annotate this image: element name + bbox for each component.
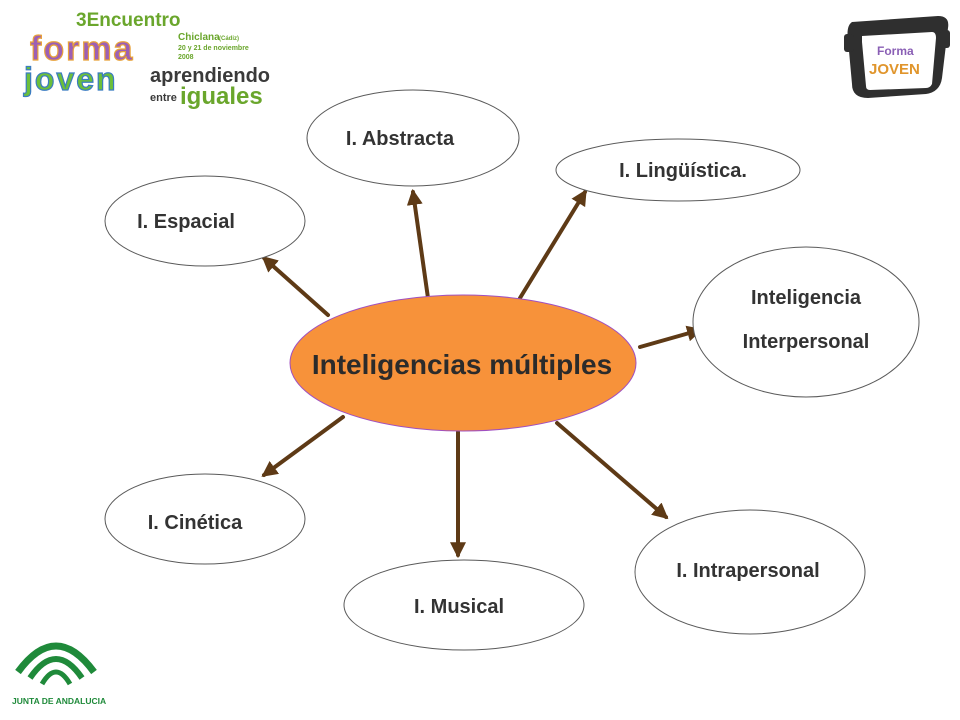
node-interpersonal-label-2: Interpersonal bbox=[743, 331, 870, 353]
node-interpersonal: Inteligencia Interpersonal bbox=[692, 246, 920, 398]
badge-text-joven: JOVEN bbox=[869, 61, 920, 78]
node-intrapersonal: I. Intrapersonal bbox=[634, 509, 866, 635]
arrows bbox=[261, 188, 704, 559]
logo-tag-iguales: iguales bbox=[180, 83, 263, 110]
node-espacial-label: I. Espacial bbox=[137, 211, 235, 233]
logo-place: Chiclana bbox=[178, 32, 220, 43]
node-abstracta-label: I. Abstracta bbox=[346, 128, 455, 150]
arrow-to-interpersonal bbox=[638, 325, 704, 349]
node-cinetica-label: I. Cinética bbox=[148, 512, 243, 534]
arrow-to-cinetica bbox=[261, 415, 345, 477]
junta-logo-text: JUNTA DE ANDALUCIA bbox=[12, 696, 106, 706]
arrow-to-intrapersonal bbox=[555, 421, 669, 520]
logo-tag-entre: entre bbox=[150, 92, 177, 104]
badge-text-forma: Forma bbox=[877, 44, 914, 58]
arrow-to-linguistica bbox=[518, 189, 587, 300]
forma-joven-badge-logo: Forma JOVEN bbox=[844, 16, 950, 98]
logo-dates: 20 y 21 de noviembre bbox=[178, 45, 249, 52]
node-cinetica: I. Cinética bbox=[104, 473, 306, 565]
node-musical: I. Musical bbox=[343, 559, 585, 651]
logo-tag-aprendiendo: aprendiendo bbox=[150, 65, 270, 87]
center-label: Inteligencias múltiples bbox=[312, 349, 612, 380]
node-interpersonal-label-1: Inteligencia bbox=[751, 287, 862, 309]
logo-word-joven: joven bbox=[23, 61, 118, 97]
node-espacial: I. Espacial bbox=[104, 175, 306, 267]
node-linguistica: I. Lingüística. bbox=[555, 138, 801, 202]
node-intrapersonal-label: I. Intrapersonal bbox=[676, 560, 819, 582]
logo-word-forma: forma bbox=[30, 30, 134, 68]
center-ellipse bbox=[289, 294, 637, 432]
logo-province: (Cádiz) bbox=[219, 36, 239, 42]
logo-year: 2008 bbox=[178, 54, 194, 61]
arrow-to-abstracta bbox=[406, 188, 430, 300]
node-musical-label: I. Musical bbox=[414, 596, 504, 618]
node-abstracta: I. Abstracta bbox=[306, 89, 520, 187]
node-linguistica-label: I. Lingüística. bbox=[619, 160, 747, 182]
encuentro-forma-joven-logo: 3Encuentro forma joven Chiclana (Cádiz) … bbox=[20, 10, 285, 110]
logo-encuentro-title: 3Encuentro bbox=[76, 10, 181, 31]
arrow-to-espacial bbox=[261, 255, 330, 317]
center-node: Inteligencias múltiples bbox=[289, 294, 637, 432]
junta-andalucia-logo: JUNTA DE ANDALUCIA bbox=[12, 642, 106, 706]
